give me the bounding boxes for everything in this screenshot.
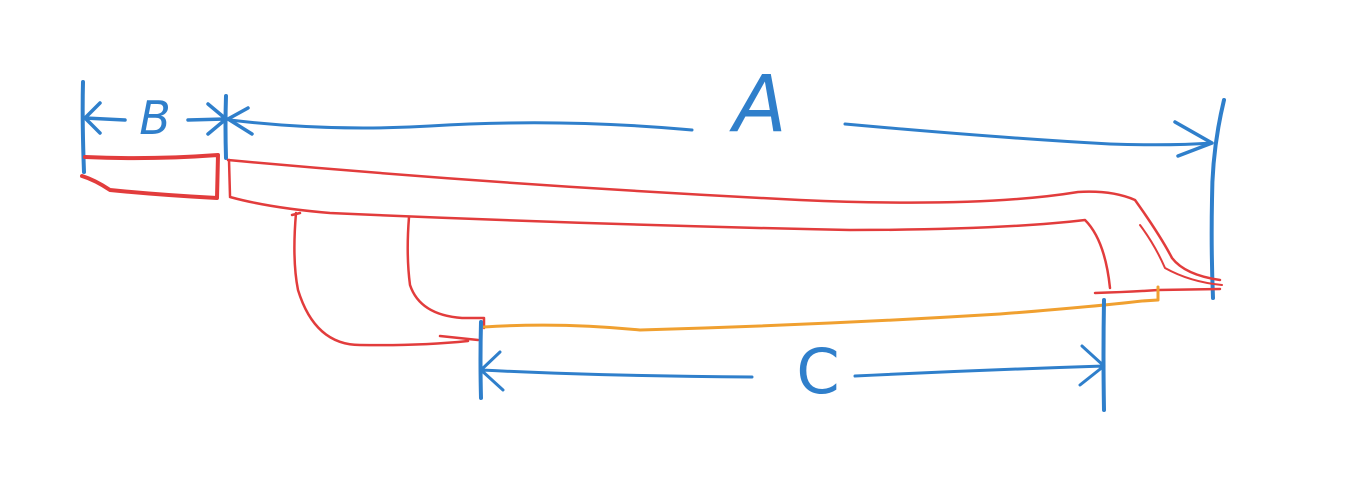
dimension-b-left-arrow — [83, 101, 127, 135]
part-bar-left-end — [227, 158, 232, 198]
dimension-c-left-arrow — [479, 350, 754, 392]
dimension-a-label: A — [728, 60, 786, 150]
part-left-curved-leg-tick — [290, 211, 302, 217]
dimension-c-right-extension-line — [1101, 298, 1106, 412]
part-inner-curved-leg — [406, 215, 486, 330]
dimension-a-right-arrowhead — [1173, 120, 1214, 158]
dimension-c-right-arrow — [853, 344, 1106, 387]
dimension-b-left-extension-line — [80, 80, 86, 174]
dimension-b-label: B — [139, 91, 171, 145]
highlighted-edge — [482, 285, 1160, 332]
part-bar-right-fold — [1139, 224, 1223, 286]
dimension-c-label: C — [796, 335, 839, 408]
dimension-b-right-arrow — [186, 102, 228, 136]
part-bar-top-edge — [226, 158, 1222, 282]
dimension-c: C — [478, 298, 1106, 412]
part-left-curved-leg — [293, 211, 470, 347]
dimension-a: A — [226, 60, 1226, 300]
part-bar-bottom-edge — [228, 195, 1112, 290]
dimension-a-left-arrowhead — [226, 106, 254, 136]
part-left-curved-leg-end — [438, 334, 480, 342]
dimension-a-line-right — [843, 122, 1214, 147]
part-left-block — [80, 153, 220, 200]
dimension-ab-shared-extension-line — [223, 94, 228, 160]
dimension-a-right-extension-line — [1209, 98, 1226, 300]
dimension-c-left-extension-line — [478, 320, 483, 400]
dimension-a-line-left — [228, 118, 694, 132]
part-outline — [80, 153, 1223, 347]
